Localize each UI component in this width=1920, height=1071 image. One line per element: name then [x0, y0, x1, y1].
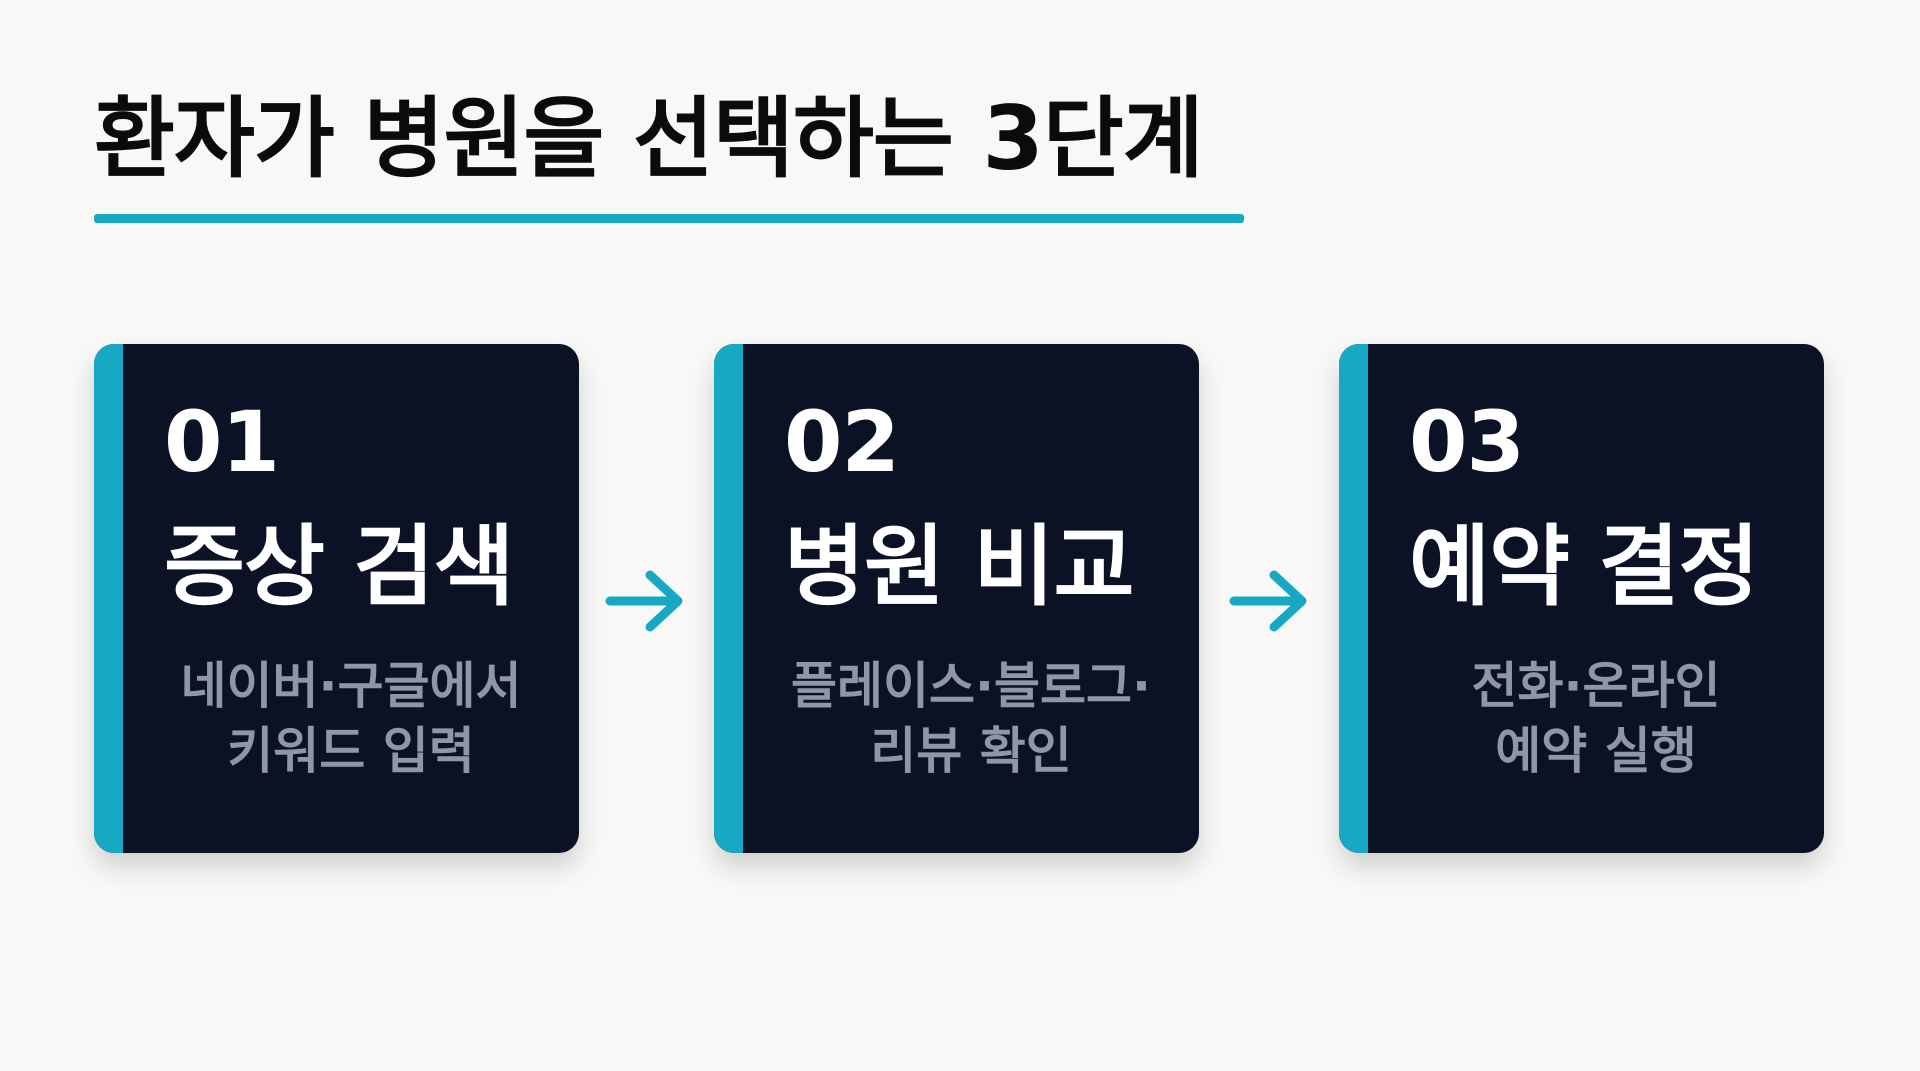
- card-accent-bar: [94, 344, 123, 853]
- arrow-right-icon: [605, 570, 683, 632]
- step-description: 전화·온라인 예약 실행: [1368, 654, 1824, 784]
- step-title: 병원 비교: [784, 515, 1134, 618]
- step-description: 플레이스·블로그· 리뷰 확인: [743, 654, 1199, 784]
- step-card-1: 01 증상 검색 네이버·구글에서 키워드 입력: [94, 344, 579, 853]
- step-title: 예약 결정: [1409, 515, 1759, 618]
- card-accent-bar: [1339, 344, 1368, 853]
- card-accent-bar: [714, 344, 743, 853]
- step-description-line: 리뷰 확인: [870, 722, 1072, 780]
- step-description-line: 플레이스·블로그·: [791, 657, 1151, 715]
- step-number: 03: [1409, 393, 1525, 491]
- title-underline: [94, 214, 1244, 223]
- step-card-3: 03 예약 결정 전화·온라인 예약 실행: [1339, 344, 1824, 853]
- arrow-right-icon: [1229, 570, 1307, 632]
- step-card-2: 02 병원 비교 플레이스·블로그· 리뷰 확인: [714, 344, 1199, 853]
- step-description-line: 네이버·구글에서: [180, 657, 522, 715]
- step-description-line: 예약 실행: [1495, 722, 1697, 780]
- step-title: 증상 검색: [164, 515, 514, 618]
- step-description-line: 전화·온라인: [1471, 657, 1721, 715]
- step-description-line: 키워드 입력: [227, 722, 475, 780]
- step-number: 02: [784, 393, 900, 491]
- page-title: 환자가 병원을 선택하는 3단계: [94, 87, 1204, 190]
- step-number: 01: [164, 393, 280, 491]
- step-description: 네이버·구글에서 키워드 입력: [123, 654, 579, 784]
